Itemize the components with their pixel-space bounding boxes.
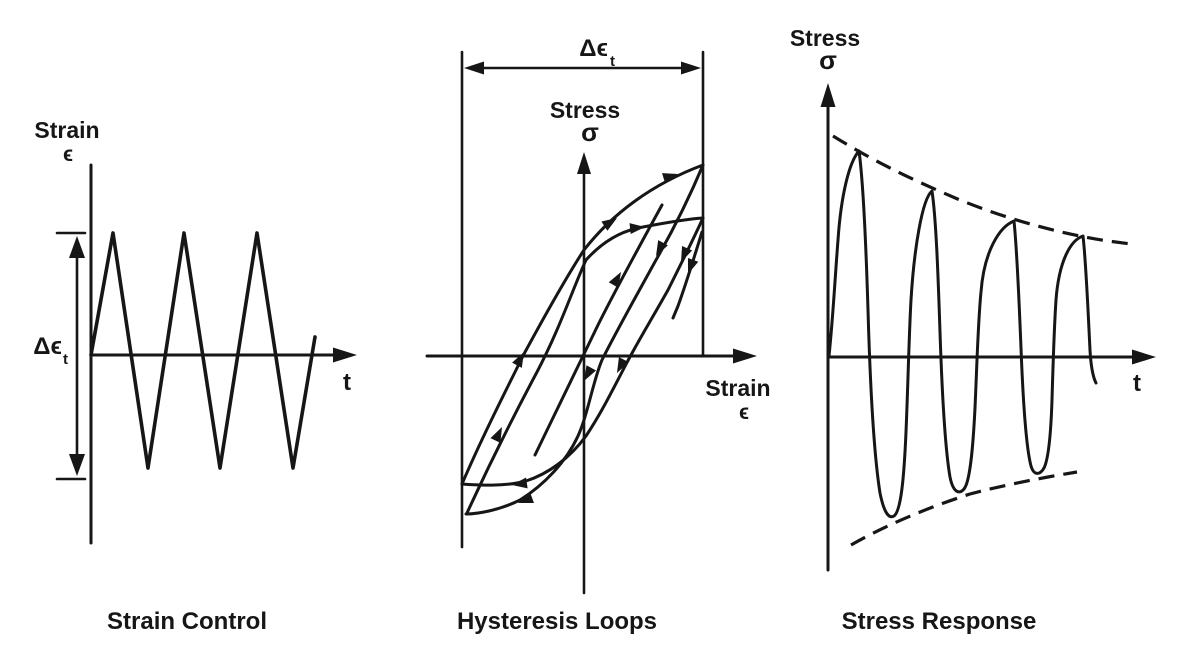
sigma-symbol: σ <box>581 117 599 147</box>
triangular-strain-wave <box>89 231 317 470</box>
loop-direction-arrow <box>584 365 597 381</box>
strain-range-arrow-left <box>464 61 484 75</box>
loop2-ascending-branch <box>465 216 705 515</box>
panel-stress-response: Stress σ t Stress Response <box>790 25 1156 635</box>
time-axis-label: t <box>343 369 351 396</box>
loop3-descending-branch <box>671 230 704 320</box>
lower-stress-envelope <box>850 470 1078 547</box>
strain-range-arrow-right <box>681 61 701 75</box>
epsilon-symbol: ϵ <box>63 143 73 166</box>
delta-epsilon-label: Δϵ <box>579 35 608 62</box>
loop1-ascending-branch <box>460 163 705 486</box>
loop-direction-arrow <box>490 427 502 443</box>
t-axis-arrowhead <box>333 347 357 363</box>
loop-direction-arrow <box>512 352 524 368</box>
strain-axis-arrowhead <box>733 348 757 364</box>
epsilon-symbol: ϵ <box>739 401 749 424</box>
strain-range-arrow-down <box>69 454 85 476</box>
loop-direction-arrow <box>662 173 678 184</box>
strain-axis-label: Strain <box>34 117 99 143</box>
loop-direction-arrow <box>687 258 699 274</box>
loop3-ascending-branch <box>533 203 664 457</box>
loop-direction-arrow <box>601 218 617 231</box>
stress-axis-label: Stress <box>790 25 860 51</box>
sigma-symbol: σ <box>819 45 837 75</box>
loop-direction-arrow <box>512 477 528 489</box>
panel-strain-control: Strain ϵ Δϵ t t Strain Control <box>33 117 357 635</box>
stress-response-caption: Stress Response <box>842 608 1037 635</box>
strain-range-arrow-up <box>69 236 85 258</box>
time-axis-label: t <box>1133 370 1141 397</box>
upper-stress-envelope <box>832 134 1132 246</box>
stress-axis-arrowhead <box>820 83 836 107</box>
panel-hysteresis-loops: Δϵ t Stress σ Strain ϵ Hysteresis Loops <box>425 35 771 635</box>
stress-response-wave <box>827 149 1098 519</box>
loop-direction-arrow <box>518 492 534 504</box>
stress-axis-label: Stress <box>550 97 620 123</box>
delta-epsilon-subscript: t <box>63 351 68 368</box>
loop-direction-arrow <box>617 357 629 373</box>
stress-axis-arrowhead <box>577 152 591 174</box>
hysteresis-loops-caption: Hysteresis Loops <box>457 608 657 635</box>
loop-direction-arrow <box>608 272 621 288</box>
loop1-descending-branch <box>464 163 705 516</box>
loop-direction-arrow <box>681 246 693 262</box>
strain-control-caption: Strain Control <box>107 608 267 635</box>
loop-direction-arrow <box>629 223 645 235</box>
delta-epsilon-label: Δϵ <box>33 333 62 360</box>
loop-direction-arrow <box>656 240 668 256</box>
t-axis-arrowhead <box>1132 349 1156 365</box>
strain-axis-label: Strain <box>705 375 770 401</box>
delta-epsilon-subscript: t <box>610 53 615 70</box>
